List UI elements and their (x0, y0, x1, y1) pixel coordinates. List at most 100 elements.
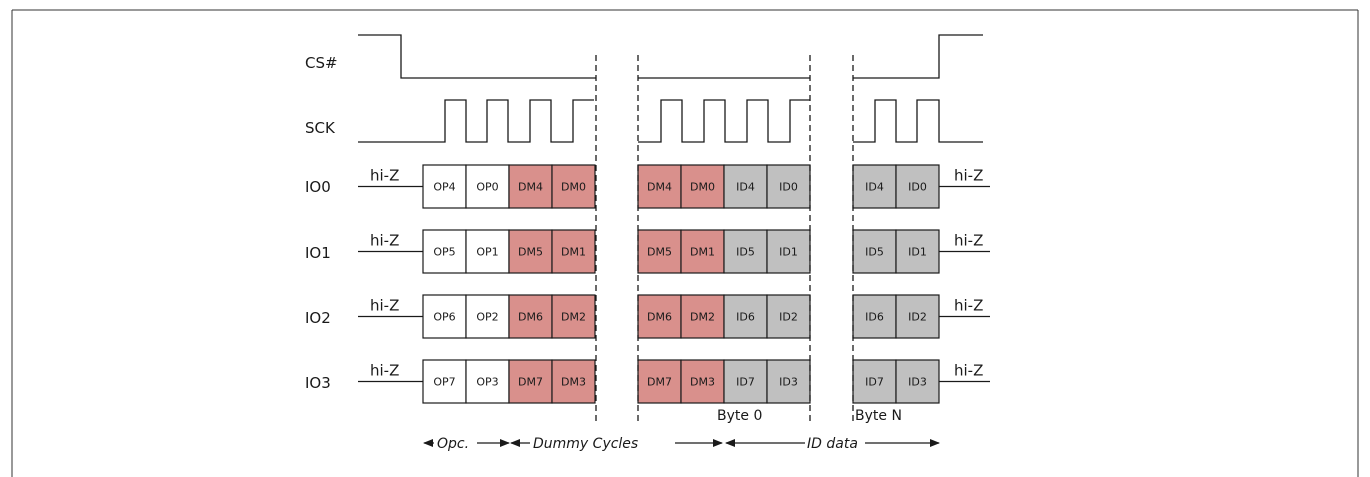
data-cell: ID6 (723, 294, 768, 339)
data-cell-label: ID1 (908, 246, 927, 259)
data-cell: OP3 (465, 359, 510, 404)
data-cell-box (895, 164, 940, 209)
data-cell: DM0 (551, 164, 596, 209)
sck-waveform-mid (638, 99, 810, 143)
data-cell-label: DM6 (518, 311, 543, 324)
cs-waveform (358, 34, 596, 79)
data-cell-box (637, 229, 682, 274)
data-cell: DM6 (508, 294, 553, 339)
hiz-label-right: hi-Z (954, 167, 983, 185)
data-cell-label: DM4 (647, 181, 672, 194)
data-cell-label: ID7 (865, 376, 884, 389)
data-cell-label: OP4 (433, 181, 455, 194)
data-cell-label: ID7 (736, 376, 755, 389)
data-cell-label: OP5 (433, 246, 455, 259)
sck-waveform-end (853, 99, 983, 143)
data-cell-box (766, 294, 811, 339)
data-cell-label: OP1 (476, 246, 498, 259)
data-cell-box (680, 229, 725, 274)
data-cell: DM2 (551, 294, 596, 339)
data-cell: DM7 (508, 359, 553, 404)
cs-waveform-end (853, 34, 983, 79)
data-cell-label: DM3 (690, 376, 715, 389)
data-cell: ID1 (766, 229, 811, 274)
data-cell-label: ID5 (736, 246, 755, 259)
data-cell-label: DM0 (690, 181, 715, 194)
data-cell-box (508, 229, 553, 274)
data-cell: DM7 (637, 359, 682, 404)
hiz-label-left: hi-Z (370, 232, 399, 250)
data-cell-box (723, 164, 768, 209)
data-cell-box (680, 164, 725, 209)
opcode-phase-label: Opc. (437, 436, 469, 452)
data-cell-box (637, 294, 682, 339)
id-phase-label: ID data (807, 436, 858, 452)
data-cell: DM5 (637, 229, 682, 274)
data-cell-label: ID3 (908, 376, 927, 389)
hiz-label-right: hi-Z (954, 362, 983, 380)
data-cell-label: ID6 (865, 311, 884, 324)
data-cell-label: DM5 (647, 246, 672, 259)
data-cell-box (852, 229, 897, 274)
data-cell: OP2 (465, 294, 510, 339)
data-cell-box (766, 359, 811, 404)
dummy-phase-label: Dummy Cycles (533, 436, 638, 452)
data-cell-label: ID6 (736, 311, 755, 324)
data-cell-box (895, 229, 940, 274)
data-cell-label: DM1 (561, 246, 586, 259)
data-cell: OP1 (465, 229, 510, 274)
io1-label: IO1 (305, 244, 331, 262)
hiz-label-left: hi-Z (370, 167, 399, 185)
data-cell: ID4 (852, 164, 897, 209)
data-cell-label: ID2 (779, 311, 798, 324)
hiz-label-right: hi-Z (954, 232, 983, 250)
data-cell-label: ID1 (779, 246, 798, 259)
data-cell-label: DM4 (518, 181, 543, 194)
hiz-label-left: hi-Z (370, 297, 399, 315)
data-cell: ID5 (723, 229, 768, 274)
io0-label: IO0 (305, 178, 331, 196)
data-cell-box (637, 164, 682, 209)
data-cell-label: DM5 (518, 246, 543, 259)
data-cell: ID2 (895, 294, 940, 339)
data-cell-box (551, 294, 596, 339)
hiz-label-right: hi-Z (954, 297, 983, 315)
data-cell: ID2 (766, 294, 811, 339)
data-cell: DM6 (637, 294, 682, 339)
sck-waveform (358, 99, 594, 143)
data-cell-box (551, 229, 596, 274)
data-cell: ID7 (723, 359, 768, 404)
data-cell: ID0 (895, 164, 940, 209)
data-cell: DM4 (637, 164, 682, 209)
data-cell-box (852, 164, 897, 209)
data-cell-label: ID3 (779, 376, 798, 389)
cs-label: CS# (305, 54, 338, 72)
data-cell: ID7 (852, 359, 897, 404)
data-cell: OP5 (422, 229, 467, 274)
data-cell-label: OP6 (433, 311, 455, 324)
io3-label: IO3 (305, 374, 331, 392)
data-cell-label: ID0 (779, 181, 798, 194)
data-cell-box (895, 359, 940, 404)
data-cell: ID0 (766, 164, 811, 209)
data-cell-box (680, 294, 725, 339)
data-cell: OP4 (422, 164, 467, 209)
io2-label: IO2 (305, 309, 331, 327)
data-cell: OP0 (465, 164, 510, 209)
byte0-label: Byte 0 (717, 408, 762, 424)
data-cell: DM5 (508, 229, 553, 274)
data-cell-label: ID0 (908, 181, 927, 194)
io2-row: hi-Z hi-Z OP6 OP2 DM6 DM2 DM6 DM2 ID6 ID2 ID6 ID2 (358, 294, 990, 339)
data-cell-box (422, 359, 467, 404)
data-cell: DM2 (680, 294, 725, 339)
data-cell-box (723, 294, 768, 339)
data-cell: DM3 (551, 359, 596, 404)
data-cell-label: DM2 (690, 311, 715, 324)
data-cell-label: DM1 (690, 246, 715, 259)
data-cell-box (422, 229, 467, 274)
data-cell: DM0 (680, 164, 725, 209)
